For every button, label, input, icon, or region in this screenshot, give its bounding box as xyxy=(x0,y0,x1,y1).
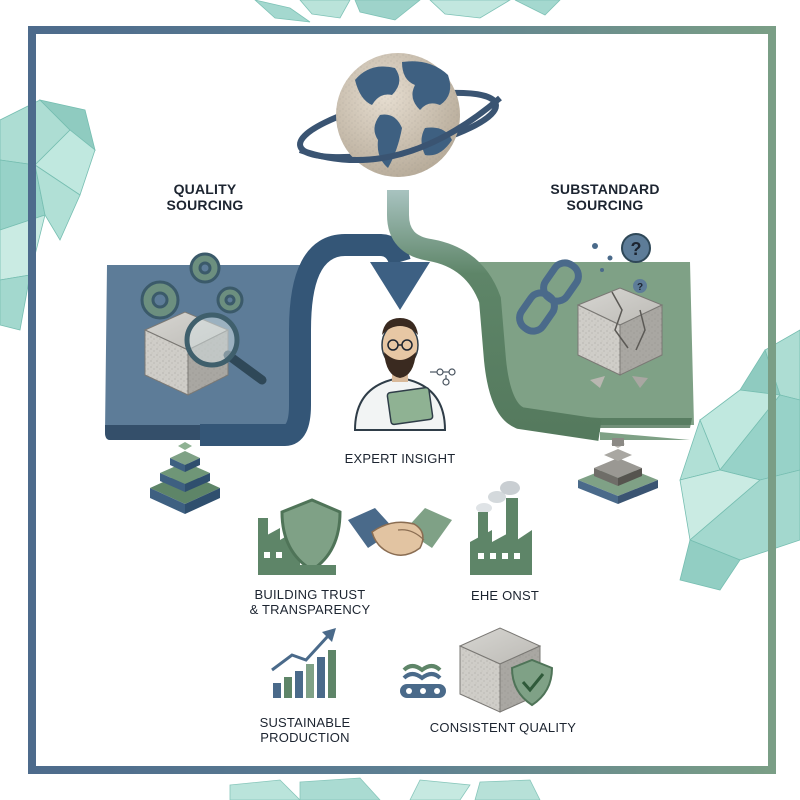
scientist-with-tablet-icon xyxy=(353,318,456,431)
sustainable-production-label: SUSTAINABLE PRODUCTION xyxy=(245,715,365,746)
quality-sourcing-line-2: SOURCING xyxy=(166,197,244,214)
crystal-decoration-right xyxy=(679,329,800,591)
quality-panel-shadow xyxy=(105,425,200,440)
broken-chain-icon xyxy=(516,259,582,335)
crystal-decoration-top xyxy=(254,0,561,23)
substandard-sourcing-label: SUBSTANDARD SOURCING xyxy=(540,181,670,213)
ziggurat-icon xyxy=(578,438,658,504)
svg-text:?: ? xyxy=(637,282,643,293)
growth-bar-chart-icon xyxy=(271,628,336,698)
svg-text:?: ? xyxy=(631,239,642,259)
expert-insight-label: EXPERT INSIGHT xyxy=(344,451,456,466)
gears-icon xyxy=(140,252,244,320)
building-trust-line-1: BUILDING TRUST xyxy=(254,587,366,602)
handshake-icon xyxy=(348,508,452,556)
substandard-sourcing-line-2: SOURCING xyxy=(566,197,644,214)
conveyor-belt-icon xyxy=(400,664,446,698)
magnifying-glass-icon xyxy=(184,312,267,385)
globe-with-ring-icon xyxy=(297,53,502,177)
down-arrow xyxy=(370,262,430,310)
building-trust-label: BUILDING TRUST & TRANSPARENCY xyxy=(240,587,380,618)
stacked-layers-icon xyxy=(150,442,220,514)
crystal-decoration-bottom xyxy=(229,777,541,800)
factory-with-smoke-icon xyxy=(470,481,532,575)
factory-with-shield-icon xyxy=(258,498,342,575)
substandard-flow-path xyxy=(387,190,602,441)
cracked-stone-cube-icon xyxy=(576,287,664,388)
consistent-quality-label: CONSISTENT QUALITY xyxy=(429,720,577,735)
quality-flow-path xyxy=(200,234,411,446)
quality-sourcing-label: QUALITY SOURCING xyxy=(150,181,260,213)
sustainable-production-line-1: SUSTAINABLE xyxy=(259,715,351,730)
building-trust-line-2: & TRANSPARENCY xyxy=(249,601,371,617)
crystal-decoration-left xyxy=(0,99,96,331)
cube-with-check-shield-icon xyxy=(458,627,554,713)
substandard-sourcing-line-1: SUBSTANDARD xyxy=(550,181,660,197)
question-bubble-icon: ? ? xyxy=(592,233,651,293)
sustainable-production-line-2: PRODUCTION xyxy=(260,729,350,745)
frame-border xyxy=(28,26,776,774)
quality-sourcing-line-1: QUALITY xyxy=(173,181,237,197)
ehe-onst-label: EHE ONST xyxy=(470,588,540,603)
